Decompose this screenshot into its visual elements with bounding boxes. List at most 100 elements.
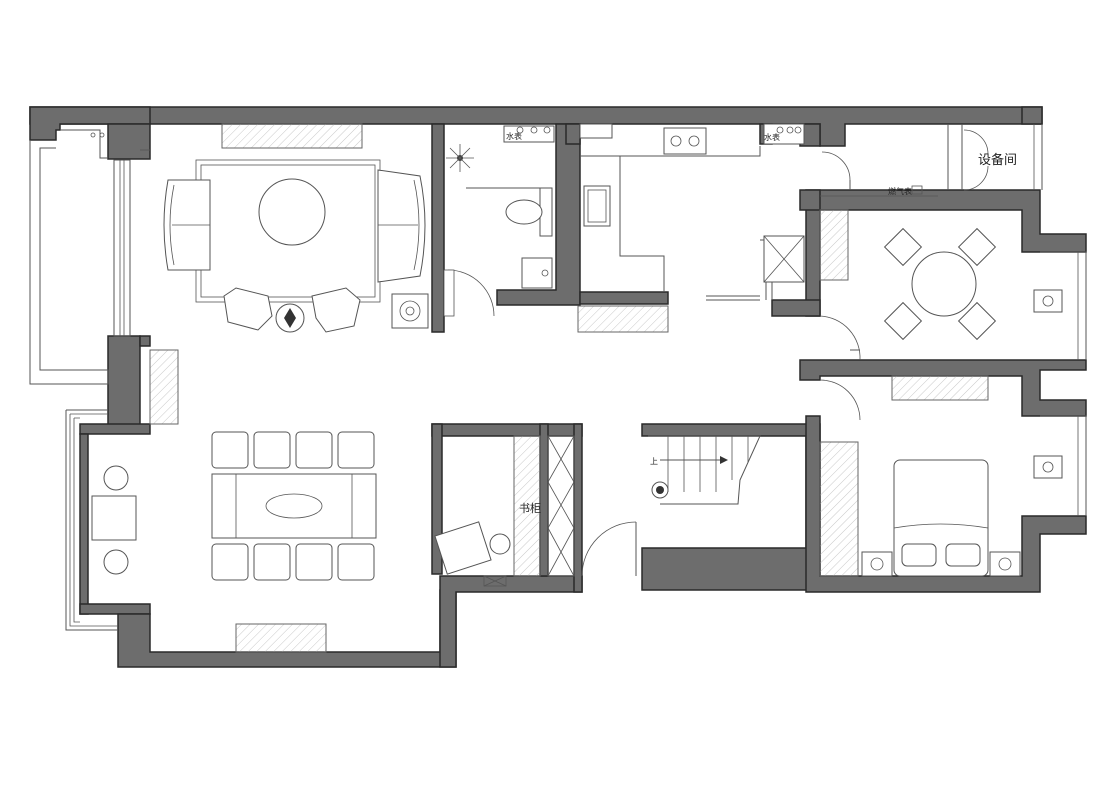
stair-wall — [641, 423, 821, 591]
bookcase-glass — [547, 435, 575, 577]
right-window-upper — [1040, 251, 1087, 360]
pillow-left — [901, 543, 937, 567]
bay-window-outline — [65, 409, 118, 631]
round-dining-table — [911, 251, 977, 317]
bay-left-wall — [79, 433, 89, 615]
centerpiece — [265, 493, 323, 519]
bath-shelf — [503, 125, 555, 143]
ac-unit-lower — [1033, 455, 1063, 479]
bookcase-glass-cross — [547, 435, 575, 577]
equipment-door-swing-top — [963, 129, 989, 155]
bookcase-divider-wall — [539, 423, 549, 577]
bookcase-top-wall — [431, 423, 583, 437]
floor-lamp — [399, 300, 421, 322]
dining-table — [211, 473, 377, 539]
balcony-outline — [29, 140, 109, 385]
water-meter-right-label: 水表 — [764, 132, 780, 142]
stove — [663, 127, 707, 155]
balcony-fixture-b — [99, 132, 105, 138]
bay-bottom-wall — [79, 603, 151, 615]
shower-icon — [446, 144, 474, 172]
water-heater-3 — [794, 126, 802, 134]
staircase: 上 — [581, 435, 761, 577]
bath-fixture-3 — [543, 126, 551, 134]
water-heater — [763, 123, 805, 145]
kitchen-top-cabinet — [579, 123, 613, 139]
dining-chair-top-2 — [253, 431, 291, 469]
gas-meter-box — [911, 185, 923, 195]
equipment-room: 设备间 燃气表 — [820, 124, 1017, 197]
dining-corner — [799, 189, 821, 211]
stair-newel-cap — [656, 486, 664, 494]
bottom-middle-wall — [439, 575, 583, 668]
bookcase-shelves — [513, 435, 541, 577]
kitchen-counter — [580, 146, 761, 292]
windows — [29, 123, 1087, 653]
armchair-right — [311, 287, 361, 333]
left-window-upper — [113, 159, 131, 337]
kitchen-tall-cabinet-cross — [763, 235, 805, 283]
bottom-window — [235, 623, 327, 653]
water-heater-2 — [786, 126, 794, 134]
floor-lamp-box — [391, 293, 429, 329]
stove-burner-1 — [670, 135, 682, 147]
toilet-bowl — [505, 199, 543, 225]
dining-chair-bottom-4 — [337, 543, 375, 581]
dining-chair-bottom-3 — [295, 543, 333, 581]
bedroom — [819, 375, 1063, 577]
reading-side-table — [489, 533, 511, 555]
right-top-stub — [1021, 106, 1043, 125]
ac-unit-upper-fan — [1042, 295, 1054, 307]
kitchen-left-stub — [565, 123, 581, 145]
bedroom-top-cabinet — [891, 375, 989, 401]
dining-chair-top-4 — [337, 431, 375, 469]
wardrobe — [819, 441, 859, 577]
dining-cabinet — [819, 209, 849, 281]
walls — [29, 106, 1087, 668]
right-sofa-back — [413, 179, 420, 271]
bay-stool-top — [103, 465, 129, 491]
nightstand-right-lamp — [998, 557, 1012, 571]
bath-fixture-1 — [516, 126, 524, 134]
pillar-left-upper — [107, 123, 151, 160]
left-cabinet — [149, 349, 179, 425]
ac-unit-upper — [1033, 289, 1063, 313]
round-table-chair-3 — [883, 301, 923, 341]
bath-fixture-2 — [530, 126, 538, 134]
floor-lamp-inner — [405, 306, 415, 316]
bath-door-frame — [443, 269, 455, 317]
round-table-chair-1 — [883, 227, 923, 267]
stair-door-swing — [581, 521, 637, 577]
bath-sink — [521, 257, 553, 289]
kitchen-sliding-door — [706, 239, 773, 301]
bookcase-left-wall — [431, 423, 443, 575]
left-sofa-back — [169, 184, 175, 266]
right-sofa — [377, 169, 426, 283]
bookcase-label: 书柜 — [519, 502, 541, 515]
bay-top-wall — [79, 423, 151, 435]
kitchen: 水表 — [577, 123, 805, 333]
equipment-room-label: 设备间 — [978, 152, 1017, 168]
bathroom: 水表 — [443, 125, 555, 317]
dining-chair-bottom-1 — [211, 543, 249, 581]
balcony-fixture-a — [90, 132, 96, 138]
bookcase: 书柜 — [513, 435, 575, 577]
pillow-right — [945, 543, 981, 567]
bay-window-line-2 — [73, 417, 80, 623]
pillar-left-middle — [107, 335, 141, 429]
living-room — [140, 149, 429, 333]
dining-chair-top-1 — [211, 431, 249, 469]
bookcase-right-wall — [573, 423, 583, 593]
round-coffee-table — [258, 178, 326, 246]
pillar-left-middle-stub — [139, 335, 151, 347]
nightstand-left-lamp — [870, 557, 884, 571]
bath-sink-drain — [541, 269, 549, 277]
bed-blanket-fold — [893, 523, 989, 529]
stove-burner-2 — [688, 135, 700, 147]
bath-door-swing — [447, 269, 495, 317]
dining-chair-bottom-2 — [253, 543, 291, 581]
bay-stool-bottom — [103, 549, 129, 575]
dining-area — [91, 431, 511, 587]
balcony-ledge — [60, 129, 108, 159]
